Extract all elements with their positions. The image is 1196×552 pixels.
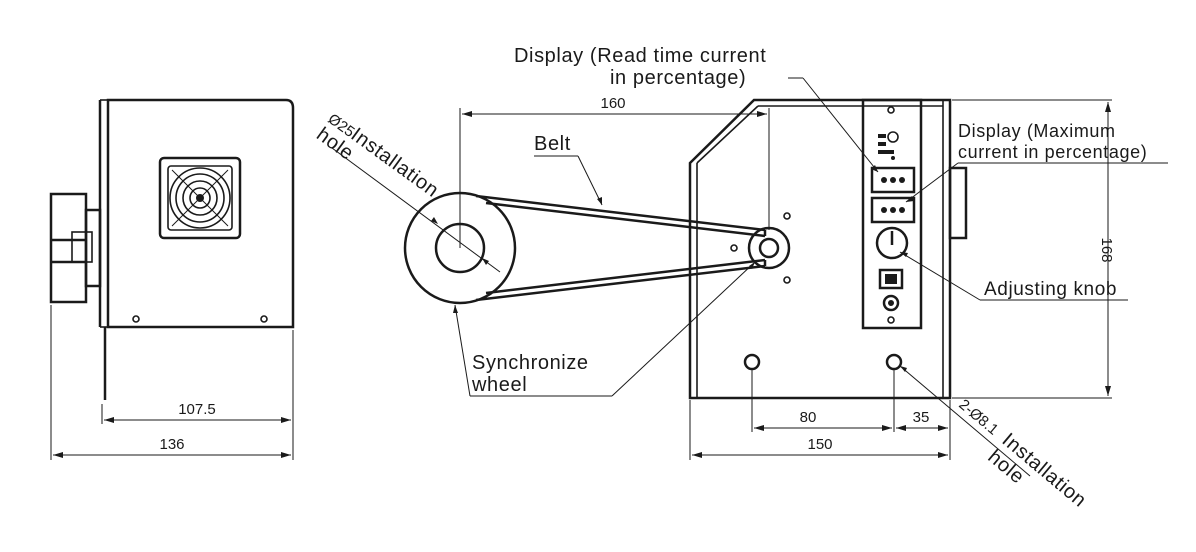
installation-hole [743, 353, 761, 371]
front-view [688, 98, 968, 400]
fan-frame [158, 156, 242, 240]
display-read-current [870, 166, 916, 194]
label-install-right: 2-Ø8.1 Installation hole [955, 396, 1090, 512]
belt-lower [475, 264, 766, 302]
label-display-max-2: current in percentage) [958, 142, 1147, 162]
display-max-current [870, 196, 916, 224]
screw-icon [260, 315, 268, 323]
svg-text:Installation: Installation [347, 124, 443, 202]
dim-width: 150 [807, 436, 832, 453]
leaders [331, 77, 1168, 477]
switch-icon [878, 268, 904, 290]
label-sync-1: Synchronize [472, 352, 589, 374]
dim-side-inner: 107.5 [178, 401, 216, 418]
front-housing [688, 98, 952, 400]
belt-assembly [403, 191, 767, 305]
label-install-left: Ø25 Installation hole [312, 110, 443, 202]
label-display-max-1: Display (Maximum [958, 121, 1116, 141]
control-panel [861, 98, 923, 330]
label-belt: Belt [534, 133, 571, 155]
side-wheel-profile [49, 192, 88, 304]
adjusting-knob-icon [875, 226, 909, 260]
side-view: 107.5 136 [49, 98, 295, 460]
installation-hole [885, 353, 903, 371]
dim-hole-edge: 35 [913, 409, 930, 426]
label-display-read-2: in percentage) [610, 67, 746, 89]
dim-side-total: 136 [159, 436, 184, 453]
label-display-read-1: Display (Read time current [514, 45, 766, 67]
dim-height: 168 [1098, 237, 1115, 262]
fan-guard-icon [169, 167, 231, 229]
front-dimensions: 160 168 80 35 150 [459, 95, 1115, 460]
dim-hole-spacing: 80 [800, 409, 817, 426]
connector-icon [882, 294, 900, 312]
labels: Display (Read time current in percentage… [312, 45, 1147, 512]
dim-belt-span: 160 [600, 95, 625, 112]
handle [948, 166, 968, 240]
side-housing [106, 98, 295, 329]
label-sync-2: wheel [471, 374, 527, 396]
screw-icon [132, 315, 140, 323]
led-icon [887, 131, 899, 143]
belt-upper [475, 194, 766, 232]
label-adjusting-knob: Adjusting knob [984, 279, 1117, 300]
